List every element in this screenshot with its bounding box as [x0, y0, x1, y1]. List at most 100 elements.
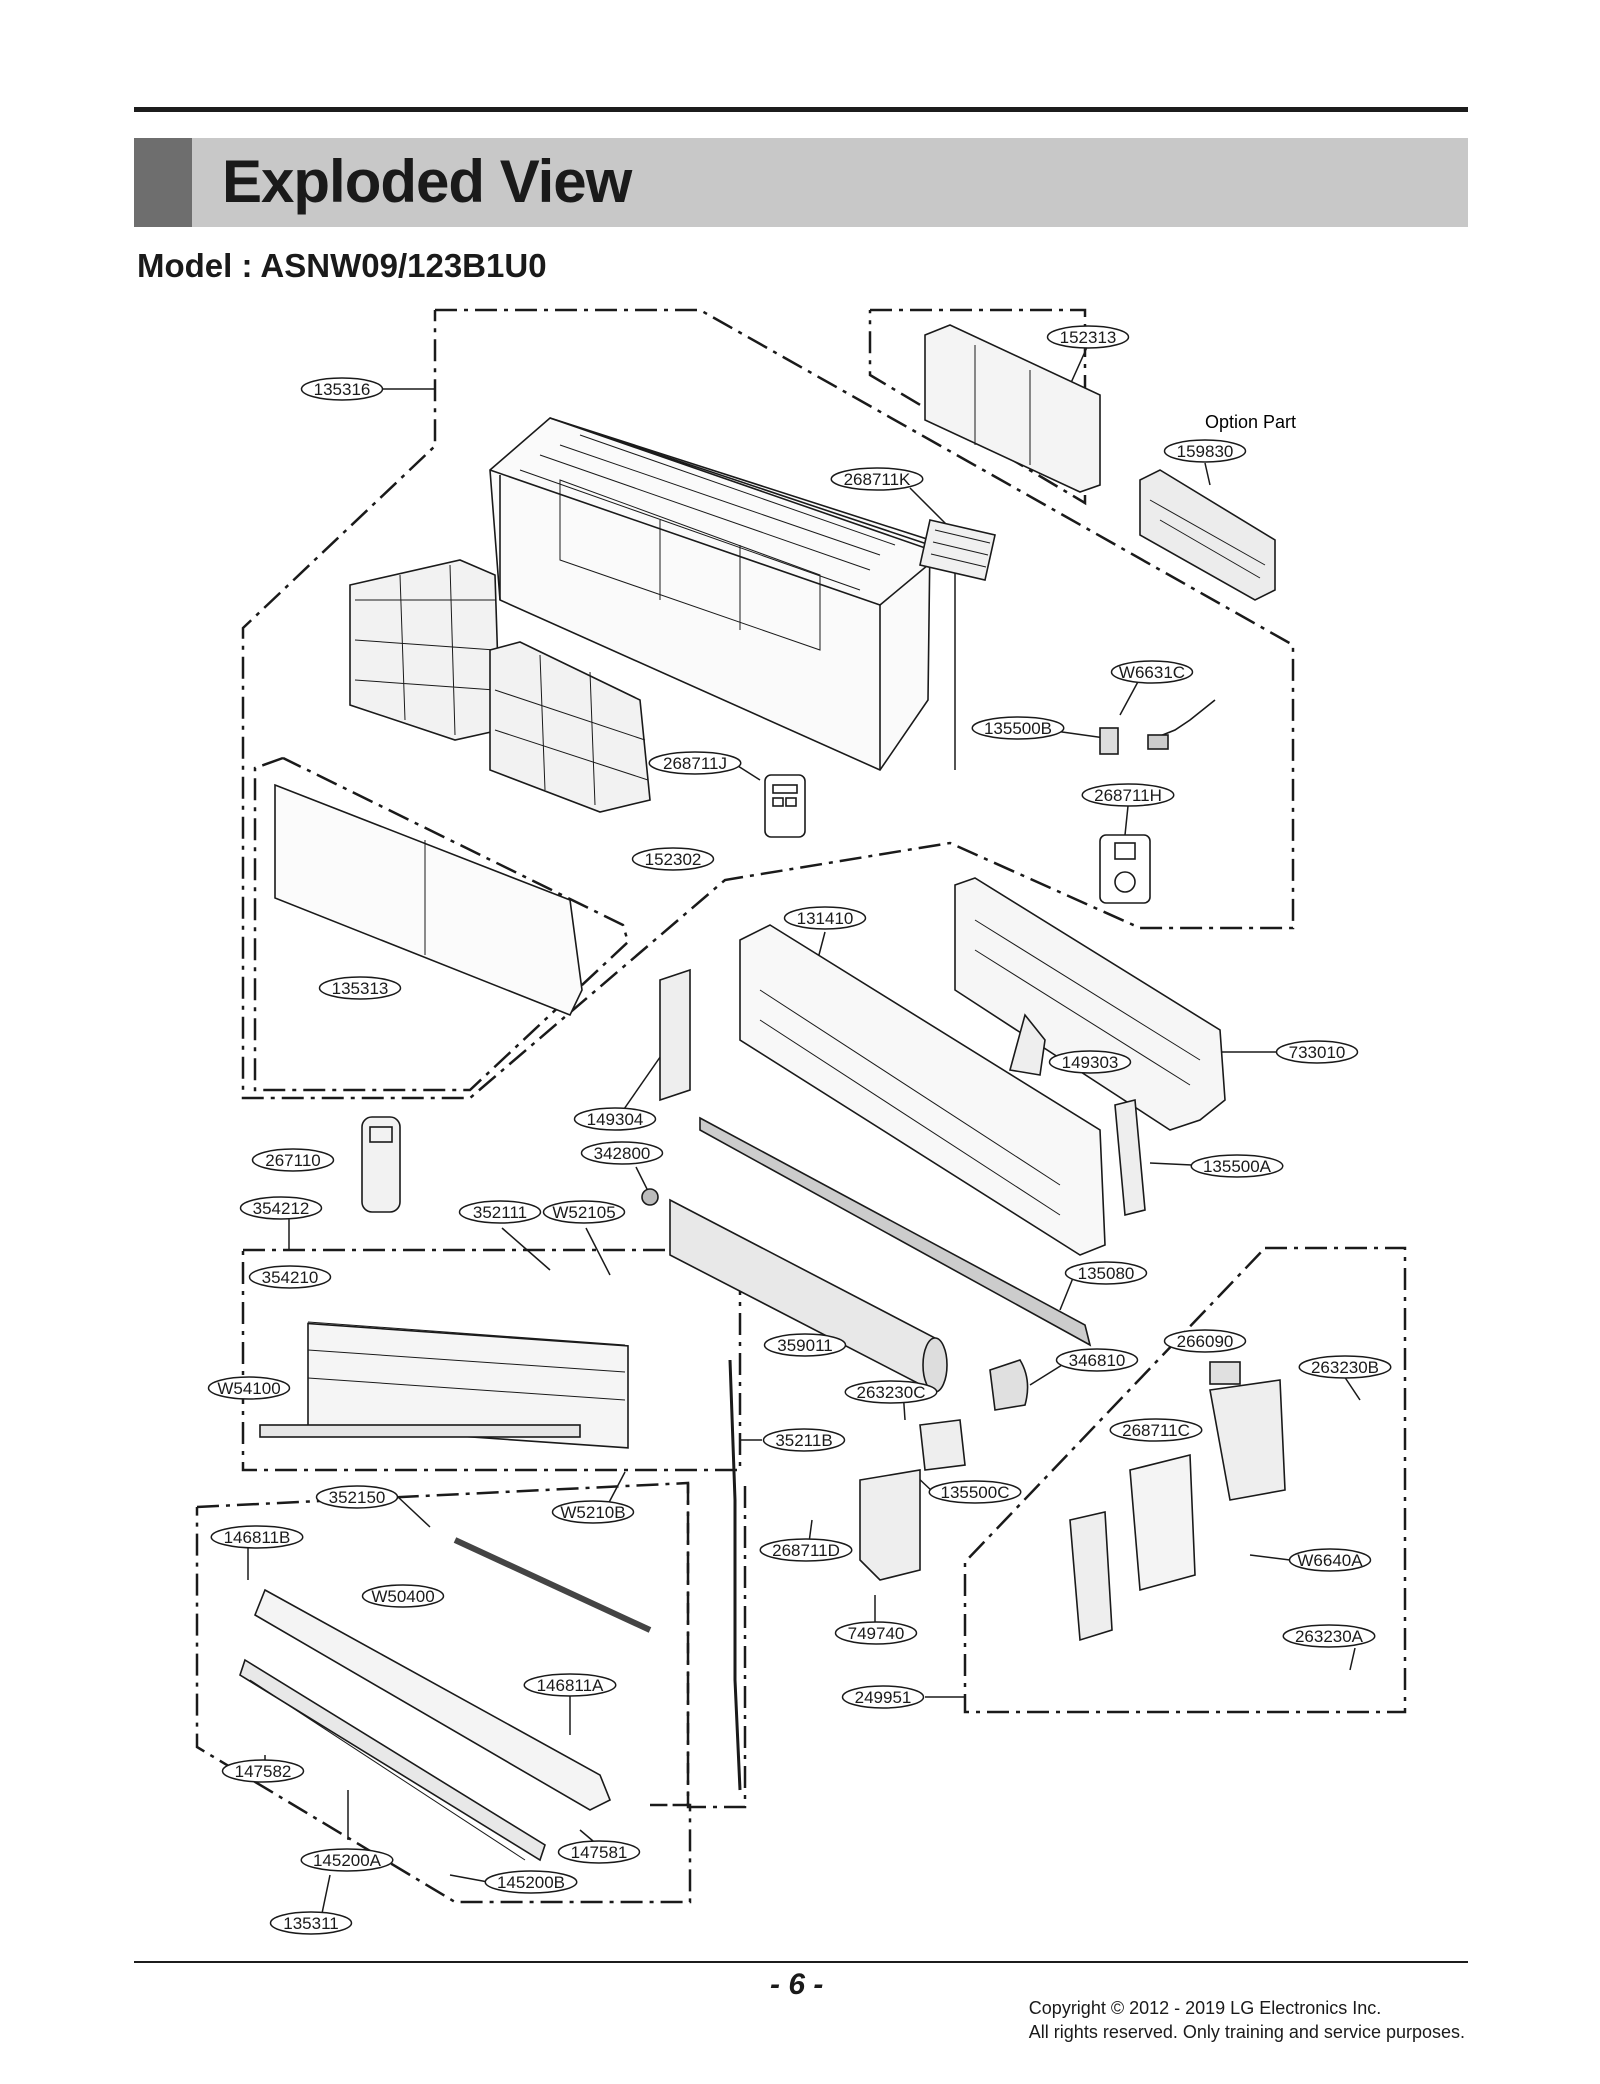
callout-268711H: 268711H [1081, 783, 1175, 807]
callout-oval [1046, 325, 1130, 349]
part-number-label: 268711J [663, 754, 727, 773]
callout-135080: 135080 [1064, 1261, 1148, 1285]
part-number-label: 152313 [1060, 328, 1117, 347]
callout-oval [318, 976, 402, 1000]
callout-135500A: 135500A [1190, 1154, 1284, 1178]
cover-135080 [699, 1116, 1092, 1347]
part-number-label: 149304 [587, 1110, 644, 1129]
label-268711H [1099, 834, 1151, 904]
copyright-line-2: All rights reserved. Only training and s… [1028, 2022, 1465, 2042]
callout-152313: 152313 [1046, 325, 1130, 349]
callout-oval [542, 1200, 626, 1224]
part-number-label: 146811A [537, 1676, 604, 1695]
part-number-label: 354210 [262, 1268, 319, 1287]
callout-oval [361, 1584, 445, 1608]
callout-268711K: 268711K [830, 467, 924, 491]
callout-oval [834, 1621, 918, 1645]
callout-oval [221, 1759, 305, 1783]
callout-oval [239, 1196, 323, 1220]
callout-oval [248, 1265, 332, 1289]
part-number-label: 135311 [283, 1914, 338, 1933]
callout-oval [484, 1870, 578, 1894]
part-number-label: 159830 [1177, 442, 1234, 461]
sensor-bracket-135500C [919, 1419, 966, 1471]
callout-oval [759, 1538, 853, 1562]
part-number-label: 342800 [594, 1144, 651, 1163]
part-number-label: 147582 [235, 1762, 292, 1781]
callout-oval [648, 751, 742, 775]
part-number-label: 135500C [940, 1483, 1009, 1502]
callout-oval [830, 467, 924, 491]
callout-oval [251, 1148, 335, 1172]
part-number-label: 249951 [855, 1688, 912, 1707]
part-number-label: 145200B [497, 1873, 565, 1892]
callout-oval [762, 1428, 846, 1452]
page-title: Exploded View [222, 148, 632, 215]
callout-145200B: 145200B [484, 1870, 578, 1894]
part-number-label: 346810 [1069, 1351, 1126, 1370]
callout-oval [844, 1380, 938, 1404]
part-number-label: 135500A [1203, 1157, 1272, 1176]
callout-oval [841, 1685, 925, 1709]
bushing-342800 [641, 1188, 659, 1206]
installation-plate-733010 [954, 877, 1226, 1131]
leader-lines [247, 344, 1361, 1924]
callout-346810: 346810 [1055, 1348, 1139, 1372]
callout-354210: 354210 [248, 1265, 332, 1289]
callout-342800: 342800 [580, 1141, 664, 1165]
border-grille-group [253, 756, 630, 1092]
callout-oval [928, 1480, 1022, 1504]
connector-W6631C [1147, 699, 1216, 750]
fan-359011 [669, 1198, 948, 1394]
callout-oval [210, 1525, 304, 1549]
callout-oval [1275, 1040, 1359, 1064]
part-number-label: 749740 [848, 1624, 905, 1643]
part-number-label: 268711C [1122, 1421, 1190, 1440]
callout-268711D: 268711D [759, 1538, 853, 1562]
part-number-label: 135313 [332, 979, 389, 998]
part-number-label: W6640A [1297, 1551, 1363, 1570]
callout-oval [783, 906, 867, 930]
control-box-249951 [1069, 1379, 1286, 1642]
callout-oval [1282, 1624, 1376, 1648]
callout-263230C: 263230C [844, 1380, 938, 1404]
callout-149304: 149304 [573, 1107, 657, 1131]
border-front-panel-group [241, 308, 1295, 1100]
page-number: - 6 - [770, 1968, 824, 2001]
callout-263230A: 263230A [1282, 1624, 1376, 1648]
top-rule [134, 107, 1468, 112]
part-number-label: 352111 [473, 1203, 527, 1222]
callout-oval [1081, 783, 1175, 807]
part-number-label: 733010 [1289, 1043, 1346, 1062]
cover-266090 [1209, 1361, 1241, 1385]
callout-135316: 135316 [300, 377, 384, 401]
callout-oval [1288, 1548, 1372, 1572]
louver-assembly-147581 [239, 1588, 612, 1862]
callout-147581: 147581 [557, 1840, 641, 1864]
callout-oval [573, 1107, 657, 1131]
callout-oval [557, 1840, 641, 1864]
callout-W6640A: W6640A [1288, 1548, 1372, 1572]
front-cabinet [489, 417, 961, 772]
option-part-note: Option Part [1205, 412, 1296, 432]
callout-131410: 131410 [783, 906, 867, 930]
callout-oval [1109, 1418, 1203, 1442]
callout-W6631C: W6631C [1110, 660, 1194, 684]
holder-149303 [1008, 1013, 1046, 1076]
model-heading: Model : ASNW09/123B1U0 [137, 247, 547, 284]
callout-oval [207, 1376, 291, 1400]
callout-35211B: 35211B [762, 1428, 846, 1452]
part-number-label: 149303 [1062, 1053, 1119, 1072]
callout-oval [1163, 439, 1247, 463]
part-number-label: 145200A [313, 1851, 382, 1870]
callout-249951: 249951 [841, 1685, 925, 1709]
side-holder-149304 [659, 968, 691, 1102]
callout-135500C: 135500C [928, 1480, 1022, 1504]
part-number-label: 263230C [856, 1383, 925, 1402]
part-number-label: 131410 [797, 909, 854, 928]
part-number-label: 352150 [329, 1488, 386, 1507]
callout-263230B: 263230B [1298, 1355, 1392, 1379]
evaporator-354210 [259, 1321, 629, 1449]
part-number-label: W50400 [371, 1587, 434, 1606]
callout-oval [1163, 1329, 1247, 1353]
